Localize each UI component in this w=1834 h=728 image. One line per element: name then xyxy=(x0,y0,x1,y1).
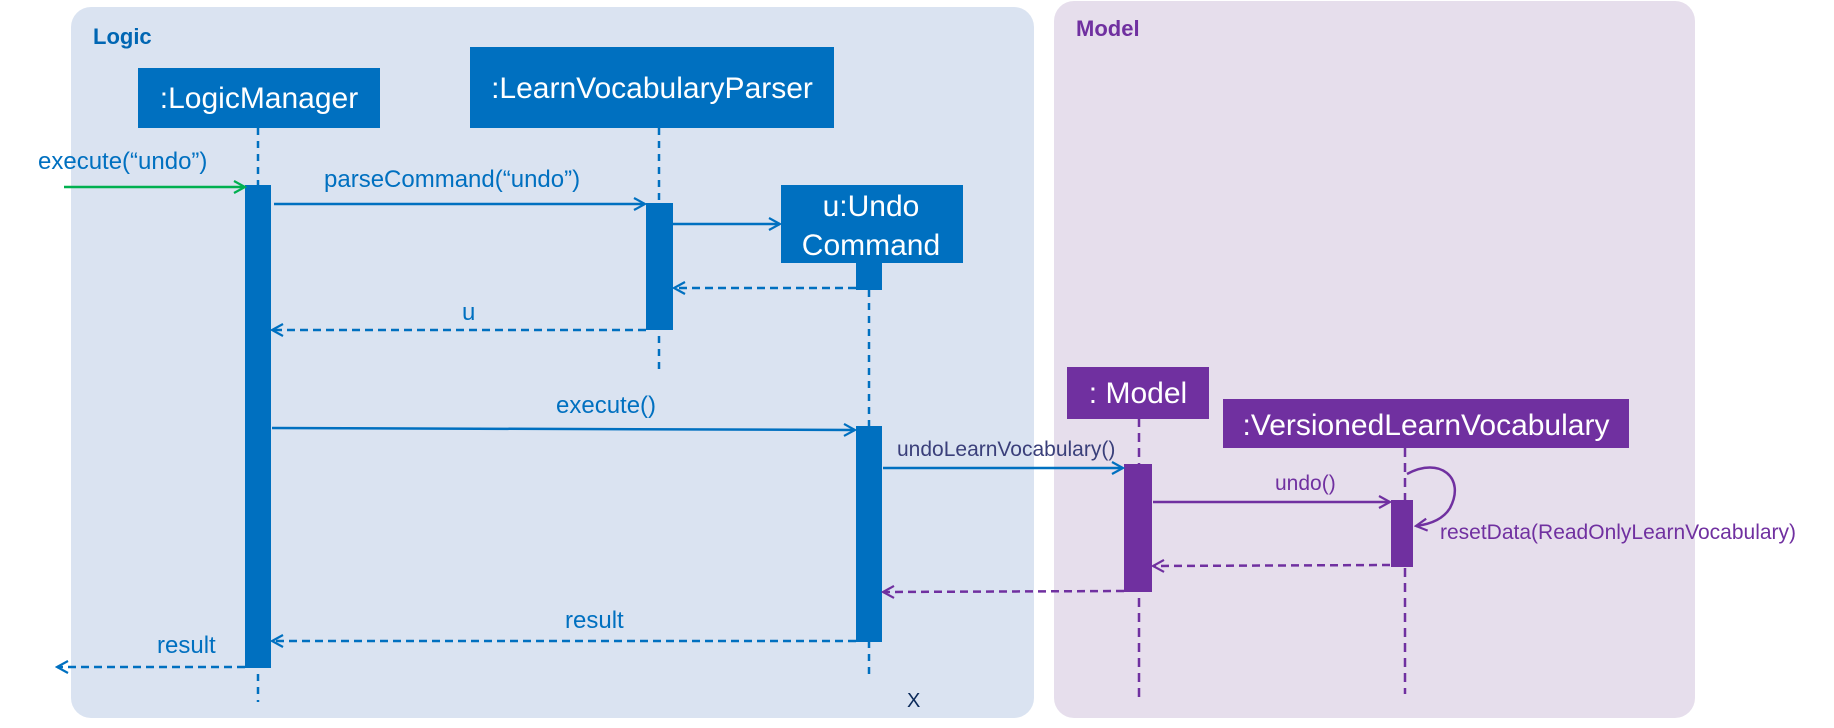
result-out-label: result xyxy=(157,632,216,659)
logic-package-label: Logic xyxy=(93,24,152,49)
execute-arrow xyxy=(271,428,855,430)
model-return-arrow xyxy=(883,591,1125,592)
return-u-label: u xyxy=(462,299,475,326)
model-participant xyxy=(1067,367,1209,419)
versioned-activation xyxy=(1391,500,1413,567)
model-activation xyxy=(1124,464,1152,592)
undo-command-init-activation xyxy=(856,263,882,290)
undo-command-participant xyxy=(781,185,963,263)
logic-package xyxy=(71,7,1034,718)
undo-label: undo() xyxy=(1275,472,1336,495)
versioned-return-arrow xyxy=(1153,565,1391,566)
undo-command-label-line1: u:Undo xyxy=(823,190,920,223)
model-package xyxy=(1054,1,1695,718)
versioned-participant xyxy=(1223,399,1629,448)
undo-command-activation xyxy=(856,426,882,642)
reset-data-label: resetData(ReadOnlyLearnVocabulary) xyxy=(1440,521,1796,544)
logic-manager-label: :LogicManager xyxy=(160,82,358,115)
parser-label: :LearnVocabularyParser xyxy=(491,72,813,105)
versioned-label: :VersionedLearnVocabulary xyxy=(1243,409,1610,442)
result-to-manager-label: result xyxy=(565,607,624,634)
parse-command-label: parseCommand(“undo”) xyxy=(324,166,580,193)
parser-participant xyxy=(470,47,834,128)
model-label: : Model xyxy=(1089,377,1187,410)
logic-manager-activation xyxy=(245,185,271,668)
model-package-label: Model xyxy=(1076,16,1140,41)
undo-command-label-line2: Command xyxy=(802,229,940,262)
reset-data-self-arrow xyxy=(1406,466,1457,527)
execute-label: execute() xyxy=(556,392,656,419)
execute-undo-label: execute(“undo”) xyxy=(38,148,207,175)
logic-manager-participant xyxy=(138,68,380,128)
destroy-mark: X xyxy=(907,690,920,712)
undo-learn-vocabulary-label: undoLearnVocabulary() xyxy=(897,438,1115,461)
parser-activation xyxy=(646,203,673,330)
